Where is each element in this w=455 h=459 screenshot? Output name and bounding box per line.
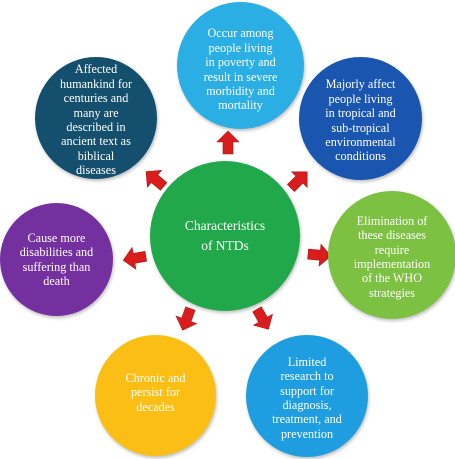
node-tropical-label: Majorly affect people living in tropical… [325, 77, 396, 164]
node-poverty: Occur among people living in poverty and… [177, 2, 304, 129]
node-biblical-diseases-label: Affected humankind for centuries and man… [59, 62, 133, 178]
node-chronic-label: Chronic and persist for decades [125, 370, 186, 414]
arrow-to-biblical-diseases-node [145, 169, 168, 191]
node-who-strategies: Elimination of these diseases require im… [328, 191, 455, 319]
arrow-to-limited-research-node [252, 306, 273, 330]
arrow-to-who-strategies-node [307, 243, 332, 267]
node-limited-research-label: Limited research to support for diagnosi… [272, 354, 342, 441]
node-tropical: Majorly affect people living in tropical… [299, 57, 422, 180]
node-biblical-diseases: Affected humankind for centuries and man… [35, 57, 157, 179]
node-disabilities-label: Cause more disabilities and suffering th… [19, 230, 94, 288]
arrow-to-poverty-node [216, 130, 240, 155]
center-node-label: Characteristics of NTDs [184, 217, 266, 253]
node-limited-research: Limited research to support for diagnosi… [246, 335, 368, 457]
node-disabilities: Cause more disabilities and suffering th… [0, 203, 113, 316]
node-chronic: Chronic and persist for decades [95, 335, 216, 456]
node-who-strategies-label: Elimination of these diseases require im… [353, 213, 431, 300]
arrow-to-chronic-node [175, 306, 198, 331]
center-node: Characteristics of NTDs [150, 161, 300, 311]
node-poverty-label: Occur among people living in poverty and… [203, 26, 278, 113]
arrow-to-disabilities-node [122, 246, 148, 270]
arrow-to-tropical-node [286, 171, 308, 193]
